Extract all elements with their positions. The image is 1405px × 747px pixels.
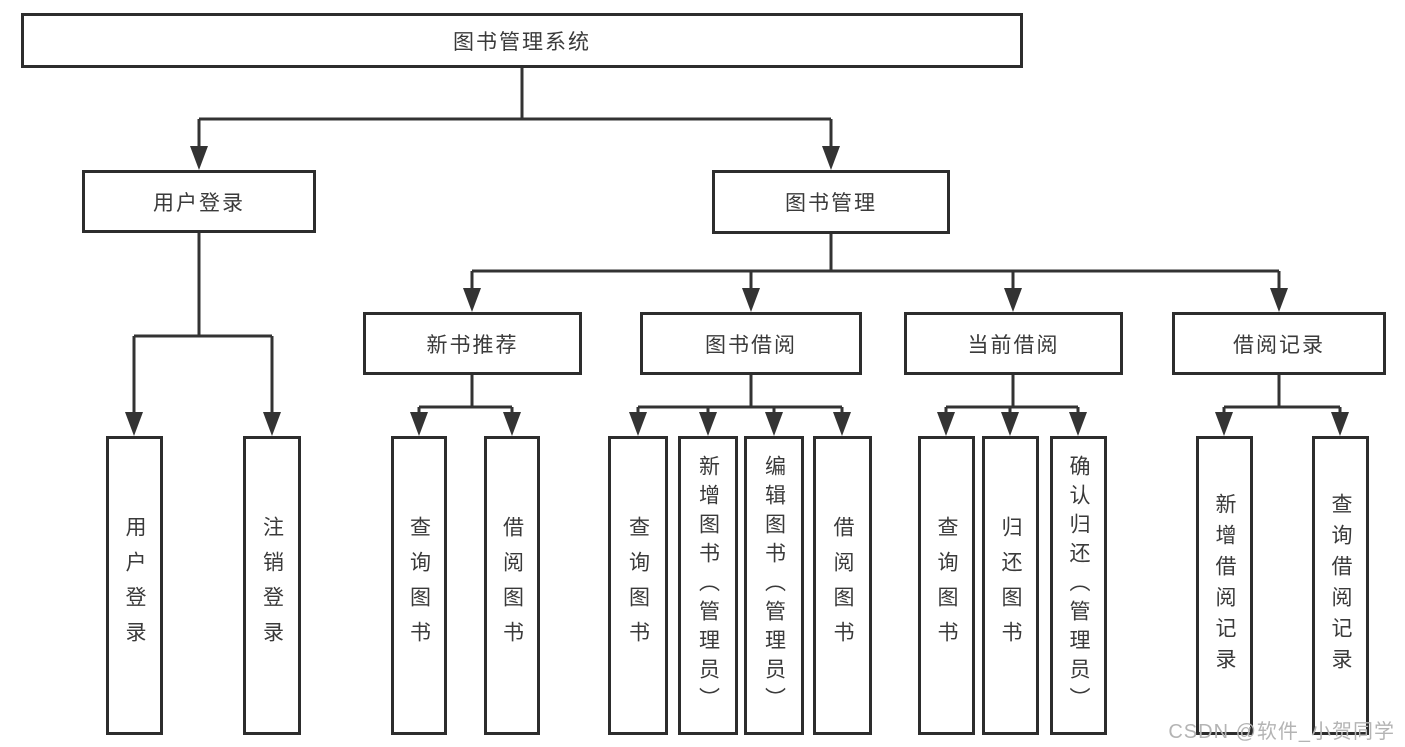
arrowhead-icon: [1215, 412, 1233, 436]
arrowhead-icon: [410, 412, 428, 436]
leaf-label: 查询借阅记录: [1329, 492, 1352, 679]
arrowhead-icon: [503, 412, 521, 436]
leaf-label: 新增借阅记录: [1213, 492, 1236, 679]
arrowhead-icon: [629, 412, 647, 436]
leaf-label: 归还图书: [999, 515, 1022, 656]
arrowhead-icon: [1004, 288, 1022, 312]
arrowhead-icon: [1331, 412, 1349, 436]
arrowhead-icon: [742, 288, 760, 312]
connector-lines: [132, 68, 1342, 414]
leaf-confirm-return-admin: 确认归还（管理员）: [1050, 436, 1107, 735]
node-current-borrowing: 当前借阅: [904, 312, 1123, 375]
leaf-label: 编辑图书（管理员）: [762, 455, 786, 716]
leaf-label: 新增图书（管理员）: [696, 455, 720, 716]
leaf-query-books-newbook: 查询图书: [391, 436, 447, 735]
arrowhead-icon: [190, 146, 208, 170]
arrowheads-group: [125, 146, 1349, 436]
node-label: 用户登录: [153, 191, 245, 215]
leaf-label: 用户登录: [123, 515, 146, 656]
node-library-management-system: 图书管理系统: [21, 13, 1023, 68]
leaf-borrow-books-newbook: 借阅图书: [484, 436, 540, 735]
node-label: 图书管理系统: [453, 30, 591, 54]
arrowhead-icon: [699, 412, 717, 436]
node-borrowing-records: 借阅记录: [1172, 312, 1386, 375]
arrowhead-icon: [125, 412, 143, 436]
leaf-add-borrow-record: 新增借阅记录: [1196, 436, 1253, 735]
leaf-query-borrow-record: 查询借阅记录: [1312, 436, 1369, 735]
leaf-label: 确认归还（管理员）: [1067, 455, 1090, 716]
arrowhead-icon: [937, 412, 955, 436]
arrowhead-icon: [833, 412, 851, 436]
leaf-edit-book-admin: 编辑图书（管理员）: [744, 436, 804, 735]
leaf-logout: 注销登录: [243, 436, 301, 735]
leaf-label: 查询图书: [626, 515, 650, 656]
node-new-book-recommendation: 新书推荐: [363, 312, 582, 375]
arrowhead-icon: [1270, 288, 1288, 312]
arrowhead-icon: [765, 412, 783, 436]
leaf-label: 借阅图书: [831, 515, 854, 656]
arrowhead-icon: [463, 288, 481, 312]
leaf-label: 查询图书: [407, 515, 431, 656]
leaf-label: 借阅图书: [500, 515, 524, 656]
node-label: 图书管理: [785, 192, 877, 215]
leaf-add-book-admin: 新增图书（管理员）: [678, 436, 738, 735]
leaf-user-login: 用户登录: [106, 436, 163, 735]
arrowhead-icon: [822, 146, 840, 170]
leaf-label: 注销登录: [260, 515, 284, 656]
leaf-label: 查询图书: [935, 515, 958, 656]
csdn-watermark: CSDN @软件_小贺同学: [1168, 721, 1395, 743]
node-label: 图书借阅: [705, 333, 797, 357]
leaf-return-books: 归还图书: [982, 436, 1039, 735]
node-label: 新书推荐: [426, 333, 519, 357]
node-book-borrowing: 图书借阅: [640, 312, 862, 375]
arrowhead-icon: [1069, 412, 1087, 436]
leaf-query-books-current: 查询图书: [918, 436, 975, 735]
node-book-management: 图书管理: [712, 170, 950, 234]
node-label: 当前借阅: [967, 333, 1060, 357]
arrowhead-icon: [263, 412, 281, 436]
leaf-query-books-borrow: 查询图书: [608, 436, 668, 735]
arrowhead-icon: [1001, 412, 1019, 436]
node-user-login: 用户登录: [82, 170, 316, 233]
node-label: 借阅记录: [1233, 333, 1325, 357]
leaf-borrow-books-borrow: 借阅图书: [813, 436, 872, 735]
